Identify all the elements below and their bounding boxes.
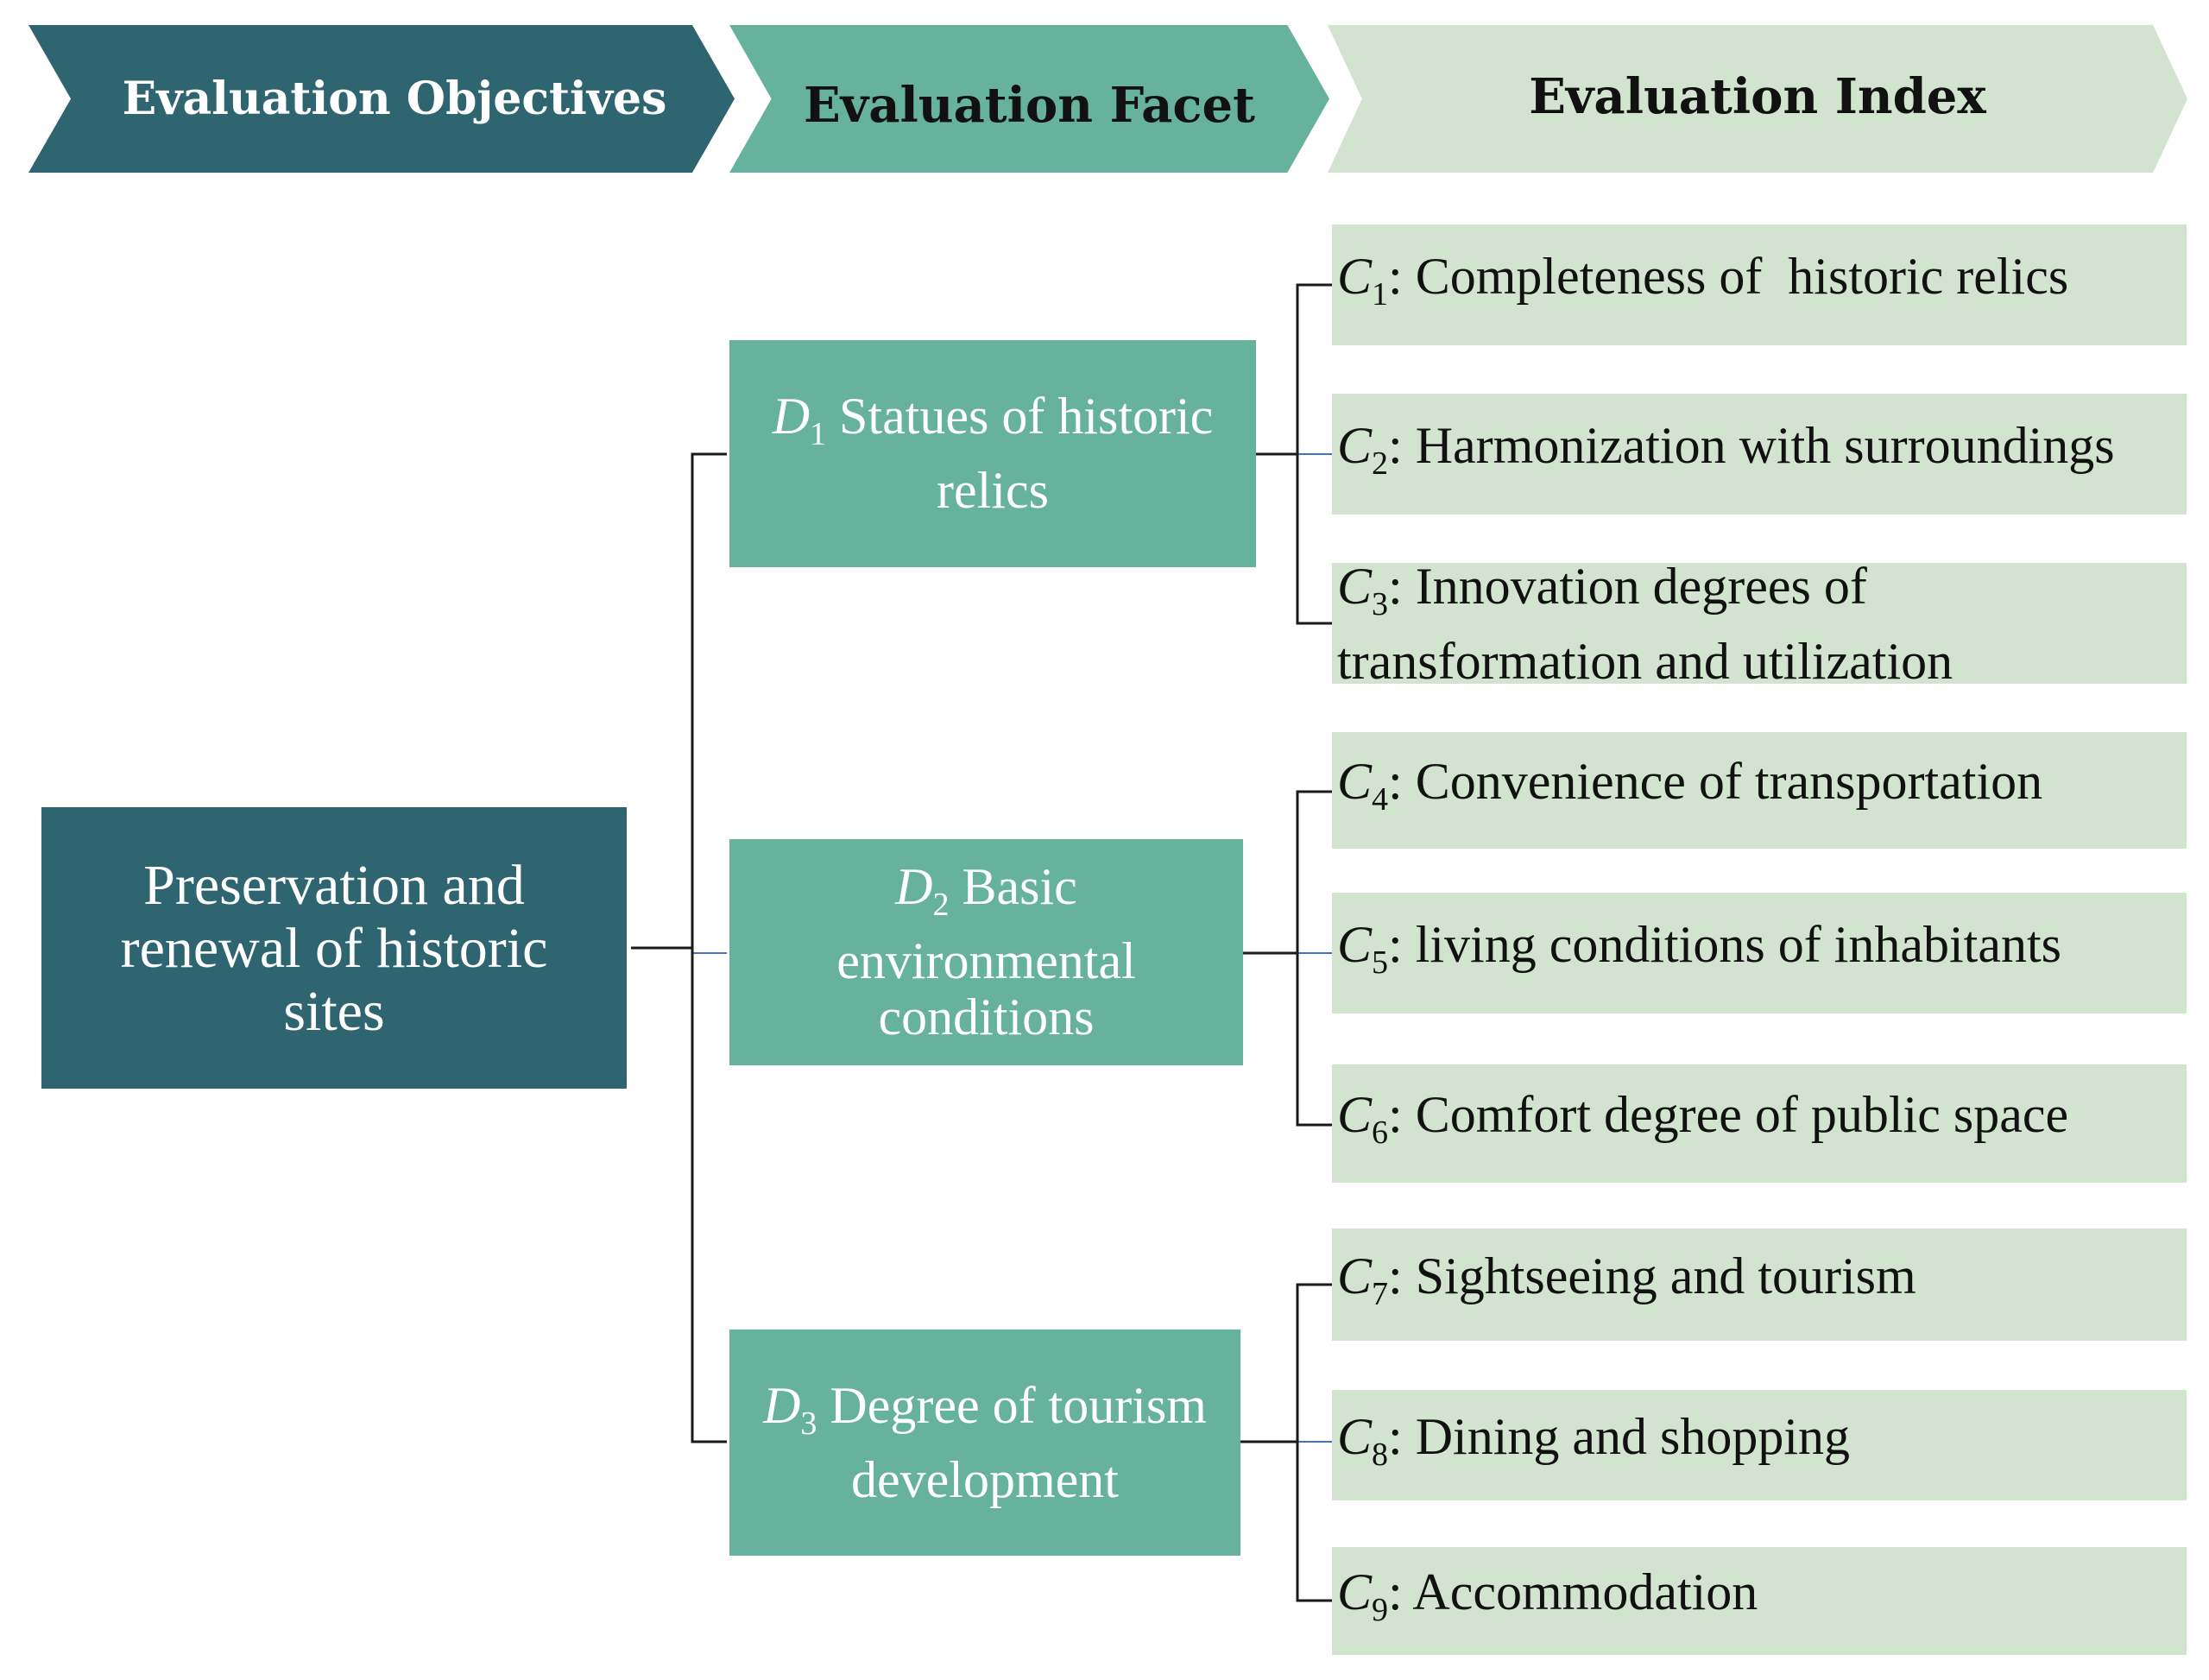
facet-code-d2: D2 — [895, 858, 949, 924]
index-subscript: 8 — [1372, 1436, 1389, 1473]
facet-letter: D — [772, 388, 811, 445]
index-box-c4: C4: Convenience of transportation — [1332, 732, 2187, 849]
index-letter: C — [1337, 1407, 1373, 1465]
index-label-c5: : living conditions of inhabitants — [1388, 915, 2061, 973]
facet-letter: D — [763, 1376, 801, 1434]
facet-code-d1: D1 — [772, 388, 826, 453]
index-code-c1: C1 — [1337, 247, 1388, 313]
index-code-c8: C8 — [1337, 1407, 1388, 1473]
facet-box-d3: D3 Degree of tourism development — [729, 1329, 1240, 1556]
index-label-c7: : Sightseeing and tourism — [1388, 1247, 1916, 1304]
facet-subscript: 2 — [932, 887, 950, 923]
index-code-c9: C9 — [1337, 1563, 1388, 1628]
header-evaluation-objectives: Evaluation Objectives — [28, 25, 735, 173]
facet-label-d3: Degree of tourism development — [830, 1376, 1207, 1508]
index-code-c6: C6 — [1337, 1086, 1388, 1151]
index-label-c9: : Accommodation — [1388, 1563, 1758, 1620]
facet-box-d2: D2 Basic environmental conditions — [729, 839, 1243, 1065]
index-letter: C — [1337, 915, 1373, 973]
index-code-c4: C4 — [1337, 753, 1388, 818]
index-subscript: 2 — [1372, 445, 1389, 482]
index-label-c8: : Dining and shopping — [1388, 1407, 1851, 1465]
index-subscript: 9 — [1372, 1592, 1389, 1628]
index-letter: C — [1337, 557, 1373, 615]
objective-label: Preservation and renewal of historic sit… — [120, 853, 548, 1043]
header-evaluation-index: Evaluation Index — [1328, 25, 2187, 173]
index-subscript: 5 — [1372, 944, 1389, 981]
index-code-c2: C2 — [1337, 416, 1388, 482]
index-letter: C — [1337, 1086, 1373, 1143]
connector-facet-2-bracket — [1296, 790, 1332, 1127]
index-code-c5: C5 — [1337, 915, 1388, 981]
index-box-c2: C2: Harmonization with surroundings — [1332, 394, 2187, 515]
index-label-c4: : Convenience of transportation — [1388, 753, 2043, 810]
header-evaluation-facet: Evaluation Facet — [729, 25, 1329, 173]
index-code-c3: C3 — [1337, 557, 1388, 622]
index-subscript: 7 — [1372, 1275, 1389, 1312]
index-box-c7: C7: Sightseeing and tourism — [1332, 1228, 2187, 1341]
index-box-c9: C9: Accommodation — [1332, 1547, 2187, 1655]
index-subscript: 4 — [1372, 781, 1389, 818]
index-box-c1: C1: Completeness of historic relics — [1332, 224, 2187, 345]
index-letter: C — [1337, 1563, 1373, 1620]
connector-facet-1-bracket — [1296, 283, 1332, 625]
index-label-c1: : Completeness of historic relics — [1388, 247, 2069, 305]
facet-subscript: 3 — [800, 1405, 817, 1442]
index-label-c2: : Harmonization with surroundings — [1388, 416, 2115, 474]
index-letter: C — [1337, 247, 1373, 305]
index-subscript: 6 — [1372, 1115, 1389, 1151]
index-subscript: 3 — [1372, 585, 1389, 622]
index-letter: C — [1337, 753, 1373, 810]
index-code-c7: C7 — [1337, 1247, 1388, 1312]
index-label-c6: : Comfort degree of public space — [1388, 1086, 2069, 1143]
header-index-label: Evaluation Index — [1529, 67, 1986, 125]
index-label-c3: : Innovation degrees of transformation a… — [1337, 557, 1953, 690]
objective-box: Preservation and renewal of historic sit… — [41, 807, 627, 1089]
header-objectives-label: Evaluation Objectives — [122, 73, 667, 125]
connector-objective-bracket — [691, 452, 727, 1443]
facet-label-d2: Basic environmental conditions — [836, 858, 1136, 1045]
facet-code-d3: D3 — [763, 1376, 817, 1442]
index-subscript: 1 — [1372, 275, 1389, 313]
index-letter: C — [1337, 1247, 1373, 1304]
facet-label-d1: Statues of historic relics — [839, 388, 1214, 519]
index-letter: C — [1337, 416, 1373, 474]
index-box-c5: C5: living conditions of inhabitants — [1332, 893, 2187, 1014]
connector-facet-3-bracket — [1296, 1283, 1332, 1602]
facet-letter: D — [895, 858, 933, 915]
header-facet-label: Evaluation Facet — [803, 76, 1256, 134]
facet-subscript: 1 — [810, 416, 827, 452]
index-box-c3: C3: Innovation degrees of transformation… — [1332, 558, 2187, 690]
index-box-c6: C6: Comfort degree of public space — [1332, 1064, 2187, 1183]
facet-box-d1: D1 Statues of historic relics — [729, 340, 1256, 567]
index-box-c8: C8: Dining and shopping — [1332, 1390, 2187, 1500]
